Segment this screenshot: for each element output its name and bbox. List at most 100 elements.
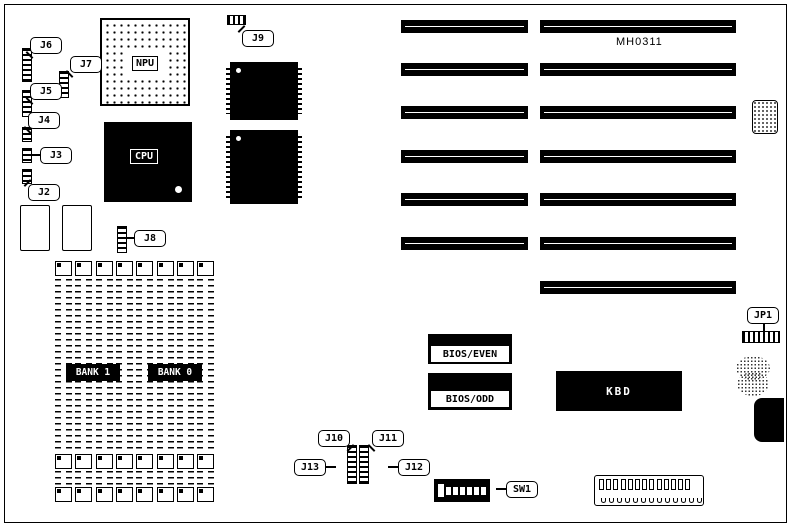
memory-socket-short-4 [116, 471, 133, 485]
memory-socket-end-bot-1 [55, 487, 72, 502]
sw1-dip-switch [434, 479, 490, 502]
sw1-switch-1 [446, 486, 451, 495]
edge-connector-pin-8 [649, 479, 655, 490]
cpu-chip: CPU [104, 122, 192, 202]
isa-slot-right-5 [540, 193, 736, 206]
edge-connector-pin-10 [663, 479, 669, 490]
memory-socket-end-top-2 [75, 261, 92, 276]
callout-j12: J12 [388, 459, 430, 476]
memory-socket-end-mid-5 [136, 454, 153, 469]
j8-pin-header [117, 226, 127, 253]
sw1-switch-6 [481, 486, 486, 495]
isa-slot-left-3 [401, 106, 528, 119]
sw1-slider [438, 484, 444, 497]
isa-slot-left-6 [401, 237, 528, 250]
edge-connector-pin-12 [678, 479, 684, 490]
memory-socket-end-mid-7 [177, 454, 194, 469]
callout-j3: J3 [30, 147, 72, 164]
stippled-component [736, 356, 770, 396]
memory-socket-end-top-7 [177, 261, 194, 276]
edge-connector-pin-11 [670, 479, 676, 490]
cpu-label: CPU [130, 149, 159, 164]
memory-socket-end-top-4 [116, 261, 133, 276]
memory-socket-end-top-5 [136, 261, 153, 276]
callout-j9: J9 [242, 30, 274, 47]
callout-jp1: JP1 [747, 307, 779, 331]
model-number: MH0311 [616, 36, 663, 48]
isa-slot-left-4 [401, 150, 528, 163]
board-outline [4, 4, 787, 523]
edge-connector-scallop-12 [689, 498, 694, 503]
jp1-pin-header [742, 331, 780, 343]
edge-connector-pin-6 [634, 479, 640, 490]
callout-j8: J8 [124, 230, 166, 247]
sw1-switch-4 [467, 486, 472, 495]
memory-socket-short-3 [96, 471, 113, 485]
memory-socket-short-6 [157, 471, 174, 485]
isa-slot-left-2 [401, 63, 528, 76]
edge-connector-pin-3 [613, 479, 619, 490]
cpu-pin1-dot [175, 186, 182, 193]
qfp2-pin1-dot [236, 136, 241, 141]
memory-socket-end-bot-5 [136, 487, 153, 502]
edge-connector-scallop-4 [625, 498, 630, 503]
edge-connector-scallop-10 [673, 498, 678, 503]
edge-connector-scallop-2 [609, 498, 614, 503]
npu-label: NPU [131, 55, 159, 71]
isa-slot-right-1 [540, 20, 736, 33]
edge-connector-scallop-1 [601, 498, 606, 503]
edge-connector-scallop-13 [697, 498, 702, 503]
edge-connector-scallop-8 [657, 498, 662, 503]
memory-socket-end-top-1 [55, 261, 72, 276]
memory-socket-short-5 [136, 471, 153, 485]
edge-connector-pin-4 [620, 479, 626, 490]
edge-connector-scallop-9 [665, 498, 670, 503]
bank0-label: BANK 0 [148, 364, 202, 381]
edge-connector-scallop-6 [641, 498, 646, 503]
memory-socket-short-1 [55, 471, 72, 485]
edge-connector-pins [599, 479, 691, 490]
memory-socket-end-mid-4 [116, 454, 133, 469]
npu-socket-center: NPU [124, 48, 166, 78]
memory-socket-end-mid-8 [197, 454, 214, 469]
isa-slot-right-2 [540, 63, 736, 76]
qfp-chip-2 [226, 130, 302, 204]
memory-socket-end-bot-2 [75, 487, 92, 502]
bios-even-label: BIOS/EVEN [430, 345, 510, 363]
edge-connector-scallop-5 [633, 498, 638, 503]
j6-pin-header [22, 48, 32, 82]
sw1-switch-2 [453, 486, 458, 495]
edge-connector-pin-13 [685, 479, 691, 490]
edge-connector [594, 475, 704, 506]
memory-socket-short-8 [197, 471, 214, 485]
sw1-switch-3 [460, 486, 465, 495]
isa-slot-right-7 [540, 281, 736, 294]
memory-socket-end-mid-1 [55, 454, 72, 469]
isa-slot-left-1 [401, 20, 528, 33]
j11-j12-pin-header [359, 445, 369, 484]
bios-odd-label: BIOS/ODD [430, 390, 510, 408]
qfp1-pin1-dot [236, 68, 241, 73]
isa-slot-right-6 [540, 237, 736, 250]
qfp-chip-1 [226, 62, 302, 120]
edge-connector-scallops [601, 498, 702, 503]
memory-socket-end-mid-6 [157, 454, 174, 469]
memory-socket-end-mid-2 [75, 454, 92, 469]
sw1-switch-5 [474, 486, 479, 495]
memory-socket-end-mid-3 [96, 454, 113, 469]
callout-j10: J10 [318, 430, 350, 447]
callout-j7: J7 [70, 56, 102, 73]
crystal [752, 100, 778, 134]
memory-socket-end-top-3 [96, 261, 113, 276]
edge-connector-scallop-11 [681, 498, 686, 503]
empty-socket-2 [62, 205, 92, 251]
bios-even-chip: BIOS/EVEN [428, 334, 512, 364]
npu-socket: NPU [100, 18, 190, 106]
callout-j2: J2 [28, 184, 60, 201]
memory-socket-end-bot-4 [116, 487, 133, 502]
edge-connector-pin-2 [606, 479, 612, 490]
bios-odd-chip: BIOS/ODD [428, 373, 512, 410]
memory-socket-end-top-6 [157, 261, 174, 276]
memory-socket-end-bot-3 [96, 487, 113, 502]
